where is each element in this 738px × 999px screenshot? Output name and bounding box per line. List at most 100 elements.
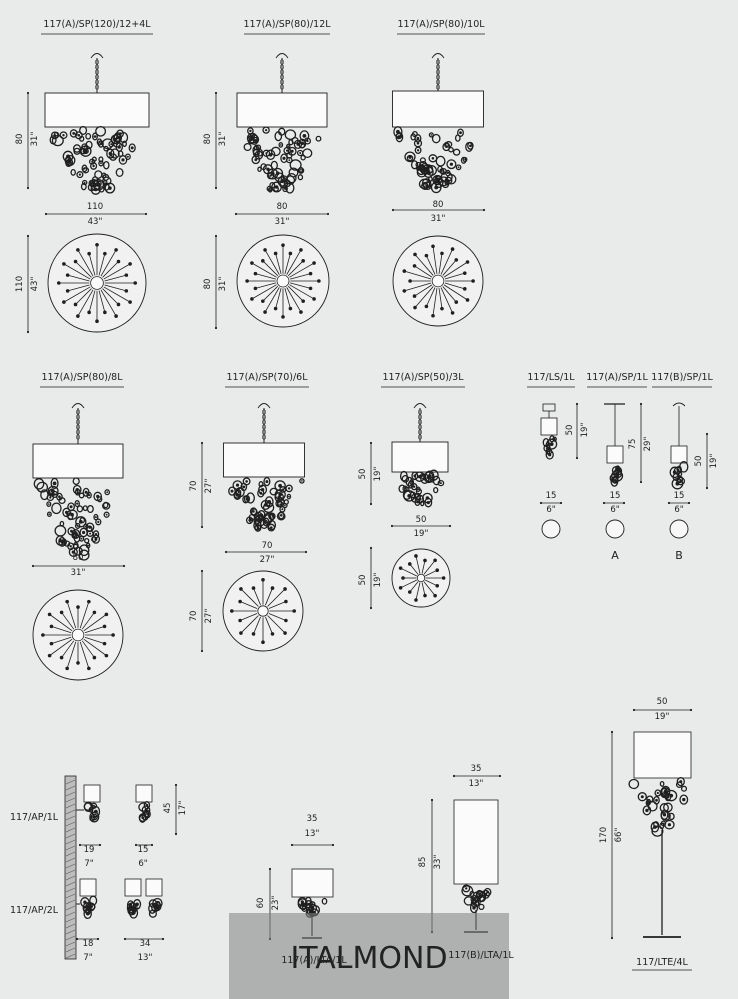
- plan-view-spoke: [253, 587, 261, 606]
- plan-view-drop: [73, 302, 78, 307]
- variant-letter: B: [675, 549, 683, 562]
- plan-view-drop: [465, 260, 470, 264]
- plan-view-spoke: [409, 581, 419, 593]
- crystal-pendant: [233, 490, 242, 500]
- crystal-core: [280, 179, 284, 184]
- crystal-pendant: [455, 164, 462, 171]
- dimension-tick: [200, 649, 204, 653]
- plan-view-spoke: [432, 288, 438, 316]
- crystal-core: [431, 157, 435, 160]
- plan-view-spoke: [255, 282, 276, 289]
- plan-view-drop: [312, 261, 316, 265]
- crystal-pendant: [257, 488, 265, 498]
- crystal-pendant: [266, 185, 273, 192]
- crystal-core: [121, 158, 125, 162]
- crystal-pendant: [422, 492, 433, 504]
- wall-hatch: [65, 905, 76, 911]
- crystal-pendant: [270, 146, 281, 157]
- crystal-pendant: [82, 487, 90, 497]
- dimension-tick: [369, 441, 373, 445]
- crystal-core: [459, 131, 462, 135]
- crystal-pendant: [90, 162, 98, 170]
- crystal-pendant: [448, 146, 454, 153]
- chain-link: [436, 79, 440, 85]
- wall-hatch: [65, 845, 76, 851]
- dimension-tick: [174, 783, 178, 787]
- plan-view-drop: [431, 313, 435, 318]
- crystal-pendant: [410, 133, 417, 141]
- crystal-pendant: [437, 479, 445, 487]
- plan-view-drop: [133, 281, 138, 285]
- crystal-pendant: [268, 512, 276, 521]
- crystal-pendant: [129, 905, 135, 911]
- wall-hatch: [65, 941, 76, 947]
- crystal-core: [83, 149, 88, 154]
- plan-view-drop: [65, 289, 70, 293]
- plan-view-spoke: [61, 640, 75, 658]
- crystal-core: [280, 514, 283, 517]
- crystal-pendant: [647, 801, 658, 812]
- crystal-pendant: [82, 505, 88, 512]
- crystal-pendant: [115, 167, 124, 178]
- crystal-core: [83, 167, 86, 170]
- crystal-pendant: [93, 513, 99, 521]
- plan-view-spoke: [268, 601, 287, 609]
- model-code: 117(A)/SP(50)/3L: [382, 372, 464, 383]
- crystal-core: [265, 480, 269, 484]
- crystal-core: [656, 791, 659, 795]
- crystal-pendant: [86, 530, 94, 537]
- plan-view-spoke: [264, 249, 280, 275]
- crystal-core: [549, 442, 554, 446]
- plan-view-spoke: [61, 612, 75, 630]
- crystal-pendant: [444, 179, 450, 186]
- crystal-core: [60, 540, 64, 544]
- dimension-tick: [26, 234, 30, 238]
- plan-view-spoke: [442, 259, 457, 276]
- crystal-pendant: [94, 170, 103, 179]
- crystal-core: [250, 136, 255, 140]
- crystal-pendant: [46, 511, 52, 517]
- dimension-tick: [575, 456, 579, 460]
- crystal-core: [268, 187, 271, 190]
- crystal-pendant: [299, 478, 305, 484]
- lamp-shade: [633, 731, 692, 779]
- crystal-core: [667, 823, 672, 827]
- plan-view-drop: [76, 661, 80, 665]
- model-code: 117(B)/SP/1L: [651, 372, 713, 383]
- model-code: 117/AP/2L: [10, 905, 59, 916]
- crystal-core: [465, 887, 468, 890]
- plan-view-spoke: [423, 560, 436, 575]
- crystal-pendant: [76, 171, 84, 179]
- crystal-core: [682, 797, 686, 802]
- crystal-core: [62, 134, 65, 137]
- plan-view-drop: [239, 587, 243, 591]
- plan-view-hub: [276, 274, 290, 288]
- plan-view-spoke: [414, 284, 433, 297]
- chain-link: [418, 429, 422, 435]
- watermark-text: ITALMOND: [290, 941, 447, 976]
- crystal-core: [105, 513, 108, 516]
- crystal-pendant: [446, 159, 457, 170]
- chain-link: [95, 64, 99, 70]
- model-code: 117/LTE/4L: [636, 957, 688, 968]
- model-code: 117(B)/LTA/1L: [448, 950, 514, 961]
- crystal-core: [474, 899, 478, 904]
- width-in: 27": [260, 555, 275, 565]
- plan-view-drop: [250, 297, 254, 301]
- crystal-pendant: [461, 885, 474, 897]
- plan-view-drop: [62, 262, 66, 266]
- plan-view-spoke: [49, 614, 73, 632]
- crystal-core: [250, 519, 252, 521]
- crystal-pendant: [663, 802, 673, 813]
- crystal-core: [672, 470, 677, 475]
- wall-hatch: [65, 839, 76, 845]
- crystal-pendant: [410, 483, 418, 491]
- width-cm: 80: [73, 553, 84, 563]
- plan-view-spoke: [239, 613, 258, 621]
- model-code: 117(A)/SP(80)/10L: [397, 19, 485, 30]
- plan-view-drop: [263, 310, 267, 314]
- crystal-core: [48, 503, 50, 505]
- plan-view-spoke: [443, 284, 468, 301]
- crystal-pendant: [67, 542, 75, 551]
- crystal-pendant: [542, 437, 550, 448]
